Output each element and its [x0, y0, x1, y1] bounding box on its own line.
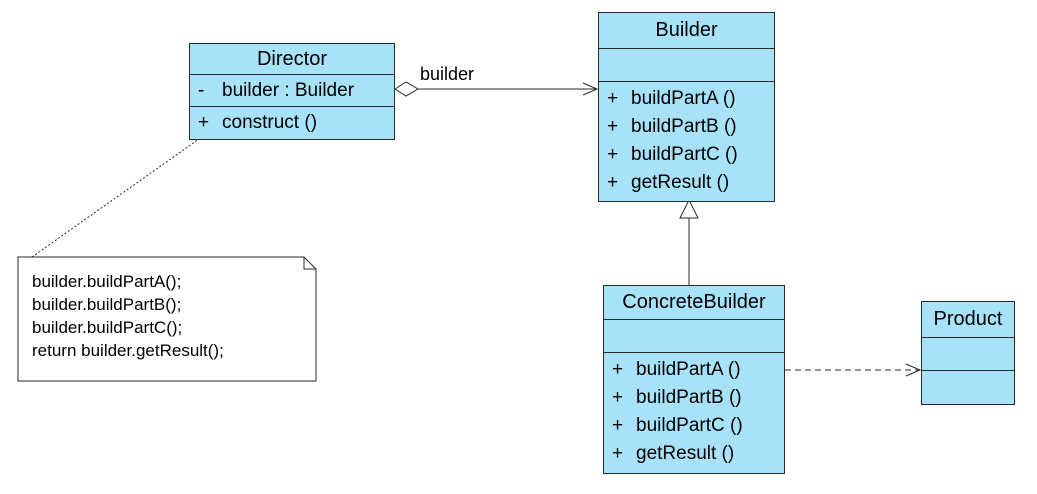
operation-text: getResult (): [631, 172, 730, 193]
builder-attributes: [599, 48, 774, 81]
concrete-builder-operation: + buildPartC (): [612, 412, 776, 440]
note-fold: [303, 257, 316, 270]
product-attributes: [922, 337, 1014, 370]
concrete-builder-operation: + buildPartA (): [612, 356, 776, 384]
product-class-name: Product: [933, 308, 1003, 330]
note-line: builder.buildPartB();: [32, 295, 182, 314]
operation-text: getResult (): [636, 443, 735, 464]
operation-text: buildPartC (): [631, 144, 738, 165]
visibility-marker: +: [612, 443, 624, 464]
dependency-arrowhead: [905, 363, 922, 377]
concrete-builder-class-name: ConcreteBuilder: [622, 291, 766, 313]
product-operations: [922, 370, 1014, 404]
attribute-text: builder : Builder: [222, 80, 355, 101]
operation-text: buildPartB (): [636, 387, 742, 408]
builder-operation: + getResult (): [607, 169, 766, 197]
concrete-builder-operation: + getResult (): [612, 440, 776, 468]
aggregation-diamond: [394, 81, 419, 97]
visibility-marker: +: [612, 387, 624, 408]
visibility-marker: -: [198, 80, 205, 101]
operation-text: buildPartC (): [636, 415, 743, 436]
association-label: builder: [420, 64, 475, 84]
concrete-builder-attributes: [604, 319, 784, 352]
concrete-builder-class[interactable]: ConcreteBuilder + buildPartA () + buildPar…: [603, 285, 785, 474]
note-line: builder.buildPartC();: [32, 318, 183, 337]
visibility-marker: +: [612, 415, 624, 436]
visibility-marker: +: [607, 88, 619, 109]
operation-text: buildPartA (): [636, 359, 741, 380]
association-arrowhead: [582, 82, 599, 96]
visibility-marker: +: [607, 116, 619, 137]
builder-operation: + buildPartC (): [607, 141, 766, 169]
product-class[interactable]: Product: [921, 301, 1015, 405]
concrete-builder-operation: + buildPartB (): [612, 384, 776, 412]
builder-class[interactable]: Builder + buildPartA () + buildPartB () + b…: [598, 12, 775, 202]
builder-operation: + buildPartA (): [607, 85, 766, 113]
operation-text: construct (): [222, 112, 318, 133]
director-attributes: - builder : Builder: [190, 74, 394, 106]
visibility-marker: +: [607, 144, 619, 165]
generalization-arrowhead: [679, 198, 699, 219]
note-line: return builder.getResult();: [32, 341, 224, 360]
director-class[interactable]: Director - builder : Builder + construct…: [189, 43, 395, 140]
note-shape: [17, 256, 317, 382]
visibility-marker: +: [607, 172, 619, 193]
note-line: builder.buildPartA();: [32, 272, 182, 291]
director-class-name: Director: [256, 48, 327, 70]
builder-operations: + buildPartA () + buildPartB () + buildPart…: [599, 81, 774, 201]
visibility-marker: +: [612, 359, 624, 380]
operation-text: buildPartB (): [631, 116, 737, 137]
visibility-marker: +: [198, 112, 210, 133]
builder-class-name: Builder: [655, 19, 718, 41]
director-attribute: - builder : Builder: [198, 77, 386, 105]
note-anchor-line: [31, 133, 207, 258]
director-operations: + construct (): [190, 106, 394, 139]
note-text: builder.buildPartA(); builder.buildPartB…: [32, 270, 224, 362]
operation-text: buildPartA (): [631, 88, 736, 109]
concrete-builder-operations: + buildPartA () + buildPartB () + buildPart…: [604, 352, 784, 473]
builder-operation: + buildPartB (): [607, 113, 766, 141]
director-operation: + construct (): [198, 109, 386, 137]
